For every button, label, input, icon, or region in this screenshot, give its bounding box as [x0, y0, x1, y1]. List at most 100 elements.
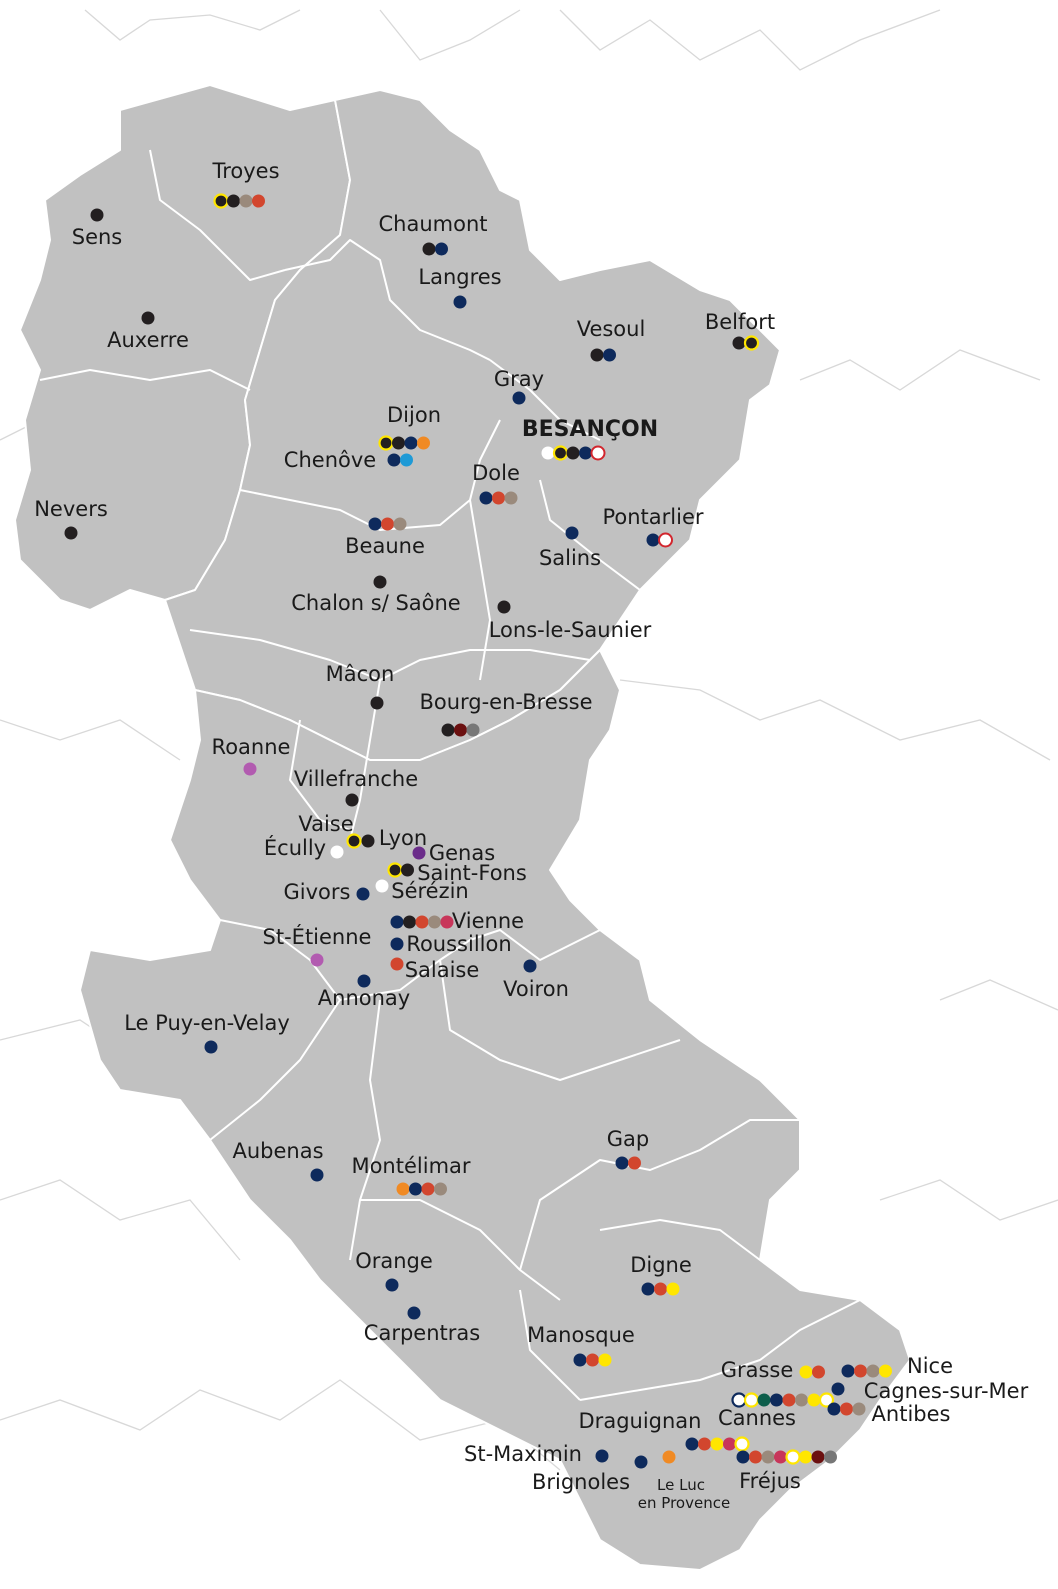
city-label-dole: Dole	[472, 461, 520, 485]
beaune-dot-navy	[368, 517, 382, 531]
dole-dot-red	[492, 491, 505, 505]
beaune-dot-taupe	[393, 517, 407, 531]
city-label-bourg-en-bresse: Bourg-en-Bresse	[419, 690, 592, 714]
manosque-dot-yellow	[598, 1353, 612, 1367]
nice-dot-navy	[841, 1364, 855, 1378]
city-label-saint-fons: Saint-Fons	[417, 861, 527, 885]
city-label-chenove: Chenôve	[284, 448, 376, 472]
roussillon-dot-navy	[390, 937, 404, 951]
le-luc-dot-orange	[662, 1450, 676, 1464]
frejus-dot-yellow	[799, 1450, 812, 1464]
digne-dot-red	[654, 1282, 667, 1296]
brignoles-dot-navy	[634, 1455, 648, 1469]
city-label-vienne: Vienne	[452, 909, 524, 933]
vienne-dot-navy	[390, 915, 404, 929]
chalon-s-saone-dot-black	[373, 575, 387, 589]
city-label-orange: Orange	[355, 1249, 433, 1273]
besancon-dot-navy	[579, 446, 592, 460]
bourg-en-bresse-dot-grey	[466, 723, 480, 737]
city-label-besancon: BESANÇON	[522, 417, 658, 442]
pontarlier-dot-navy	[646, 533, 660, 547]
salins-dot-navy	[565, 526, 579, 540]
voiron-dot-navy	[523, 959, 537, 973]
dijon-dot-black	[392, 436, 405, 450]
montelimar-dot-taupe	[434, 1182, 447, 1196]
st-etienne-dot-pink	[310, 953, 324, 967]
city-label-cannes: Cannes	[718, 1406, 796, 1430]
nevers-dot-black	[64, 526, 78, 540]
city-label-nevers: Nevers	[34, 497, 108, 521]
troyes-dot-ring-black	[213, 193, 229, 209]
cannes-dot-ring-white	[743, 1392, 760, 1408]
nice-dot-red	[854, 1364, 867, 1378]
pontarlier-dot-redring	[658, 532, 673, 548]
draguignan-dot-yellow	[710, 1437, 724, 1451]
cannes-dot-red	[782, 1393, 796, 1407]
city-label-belfort: Belfort	[705, 310, 775, 334]
vienne-dot-black	[403, 915, 416, 929]
frejus-dot-grey	[824, 1450, 837, 1464]
bourg-en-bresse-dot-maroon	[454, 723, 467, 737]
vienne-dot-crimson	[440, 915, 454, 929]
antibes-dot-navy	[827, 1402, 841, 1416]
serezin-dot-white	[375, 879, 389, 893]
vaise-dot-ring-black	[346, 833, 362, 849]
digne-dot-yellow	[666, 1282, 680, 1296]
dijon-dot-orange	[417, 436, 430, 450]
gap-dot-red	[628, 1156, 641, 1170]
st-maximin-dot-navy	[595, 1449, 609, 1463]
city-label-gray: Gray	[494, 367, 544, 391]
nice-dot-yellow	[879, 1364, 892, 1378]
city-label-st-maximin: St-Maximin	[464, 1442, 582, 1466]
cannes-dot-white-ring-navy	[731, 1392, 747, 1408]
city-label-ecully: Écully	[264, 835, 326, 860]
troyes-dot-black	[227, 194, 240, 208]
city-label-troyes: Troyes	[211, 159, 279, 183]
frejus-dot-navy	[736, 1450, 750, 1464]
montelimar-dot-navy	[409, 1182, 422, 1196]
frejus-dot-red	[749, 1450, 762, 1464]
city-label-roussillon: Roussillon	[406, 932, 511, 956]
macon-dot-black	[370, 696, 384, 710]
draguignan-dot-navy	[685, 1437, 699, 1451]
city-label-nice: Nice	[907, 1354, 953, 1378]
dijon-dot-navy	[404, 436, 418, 450]
regions	[14, 84, 911, 1571]
annonay-dot-navy	[357, 974, 371, 988]
city-label-macon: Mâcon	[326, 662, 395, 686]
troyes-dot-red	[252, 194, 265, 208]
frejus-dot-ring-white	[785, 1449, 801, 1465]
salaise-dot-red	[390, 957, 404, 971]
orange-dot-navy	[385, 1278, 399, 1292]
city-label-villefranche: Villefranche	[294, 767, 418, 791]
region-south-east	[79, 649, 911, 1571]
city-label-sens: Sens	[72, 225, 123, 249]
city-label-serezin: Sérézin	[391, 879, 469, 903]
city-label-langres: Langres	[418, 265, 501, 289]
nice-dot-taupe	[866, 1364, 880, 1378]
besancon-dot-black	[566, 446, 580, 460]
city-label-le-luc: Le Luc	[657, 1476, 705, 1494]
city-label-digne: Digne	[630, 1253, 692, 1277]
city-label-grasse: Grasse	[721, 1358, 794, 1382]
bourg-en-bresse-dot-black	[441, 723, 455, 737]
dole-dot-taupe	[504, 491, 518, 505]
auxerre-dot-black	[141, 311, 155, 325]
besancon-dot-redring	[590, 445, 606, 461]
city-label-frejus: Fréjus	[739, 1469, 801, 1493]
city-label-carpentras: Carpentras	[364, 1321, 480, 1345]
city-label-aubenas: Aubenas	[232, 1139, 323, 1163]
city-markers	[64, 193, 892, 1469]
genas-dot-violet	[412, 846, 426, 860]
city-label-chaumont: Chaumont	[379, 212, 488, 236]
city-label-voiron: Voiron	[503, 977, 569, 1001]
cannes-dot-navy	[770, 1393, 783, 1407]
city-label-pontarlier: Pontarlier	[602, 505, 703, 529]
city-label-vaise: Vaise	[298, 812, 353, 836]
grasse-dot-red	[812, 1365, 825, 1379]
belfort-dot-ring-black	[743, 335, 760, 351]
cannes-dot-taupe	[795, 1393, 808, 1407]
city-label-en-provence: en Provence	[638, 1494, 730, 1512]
